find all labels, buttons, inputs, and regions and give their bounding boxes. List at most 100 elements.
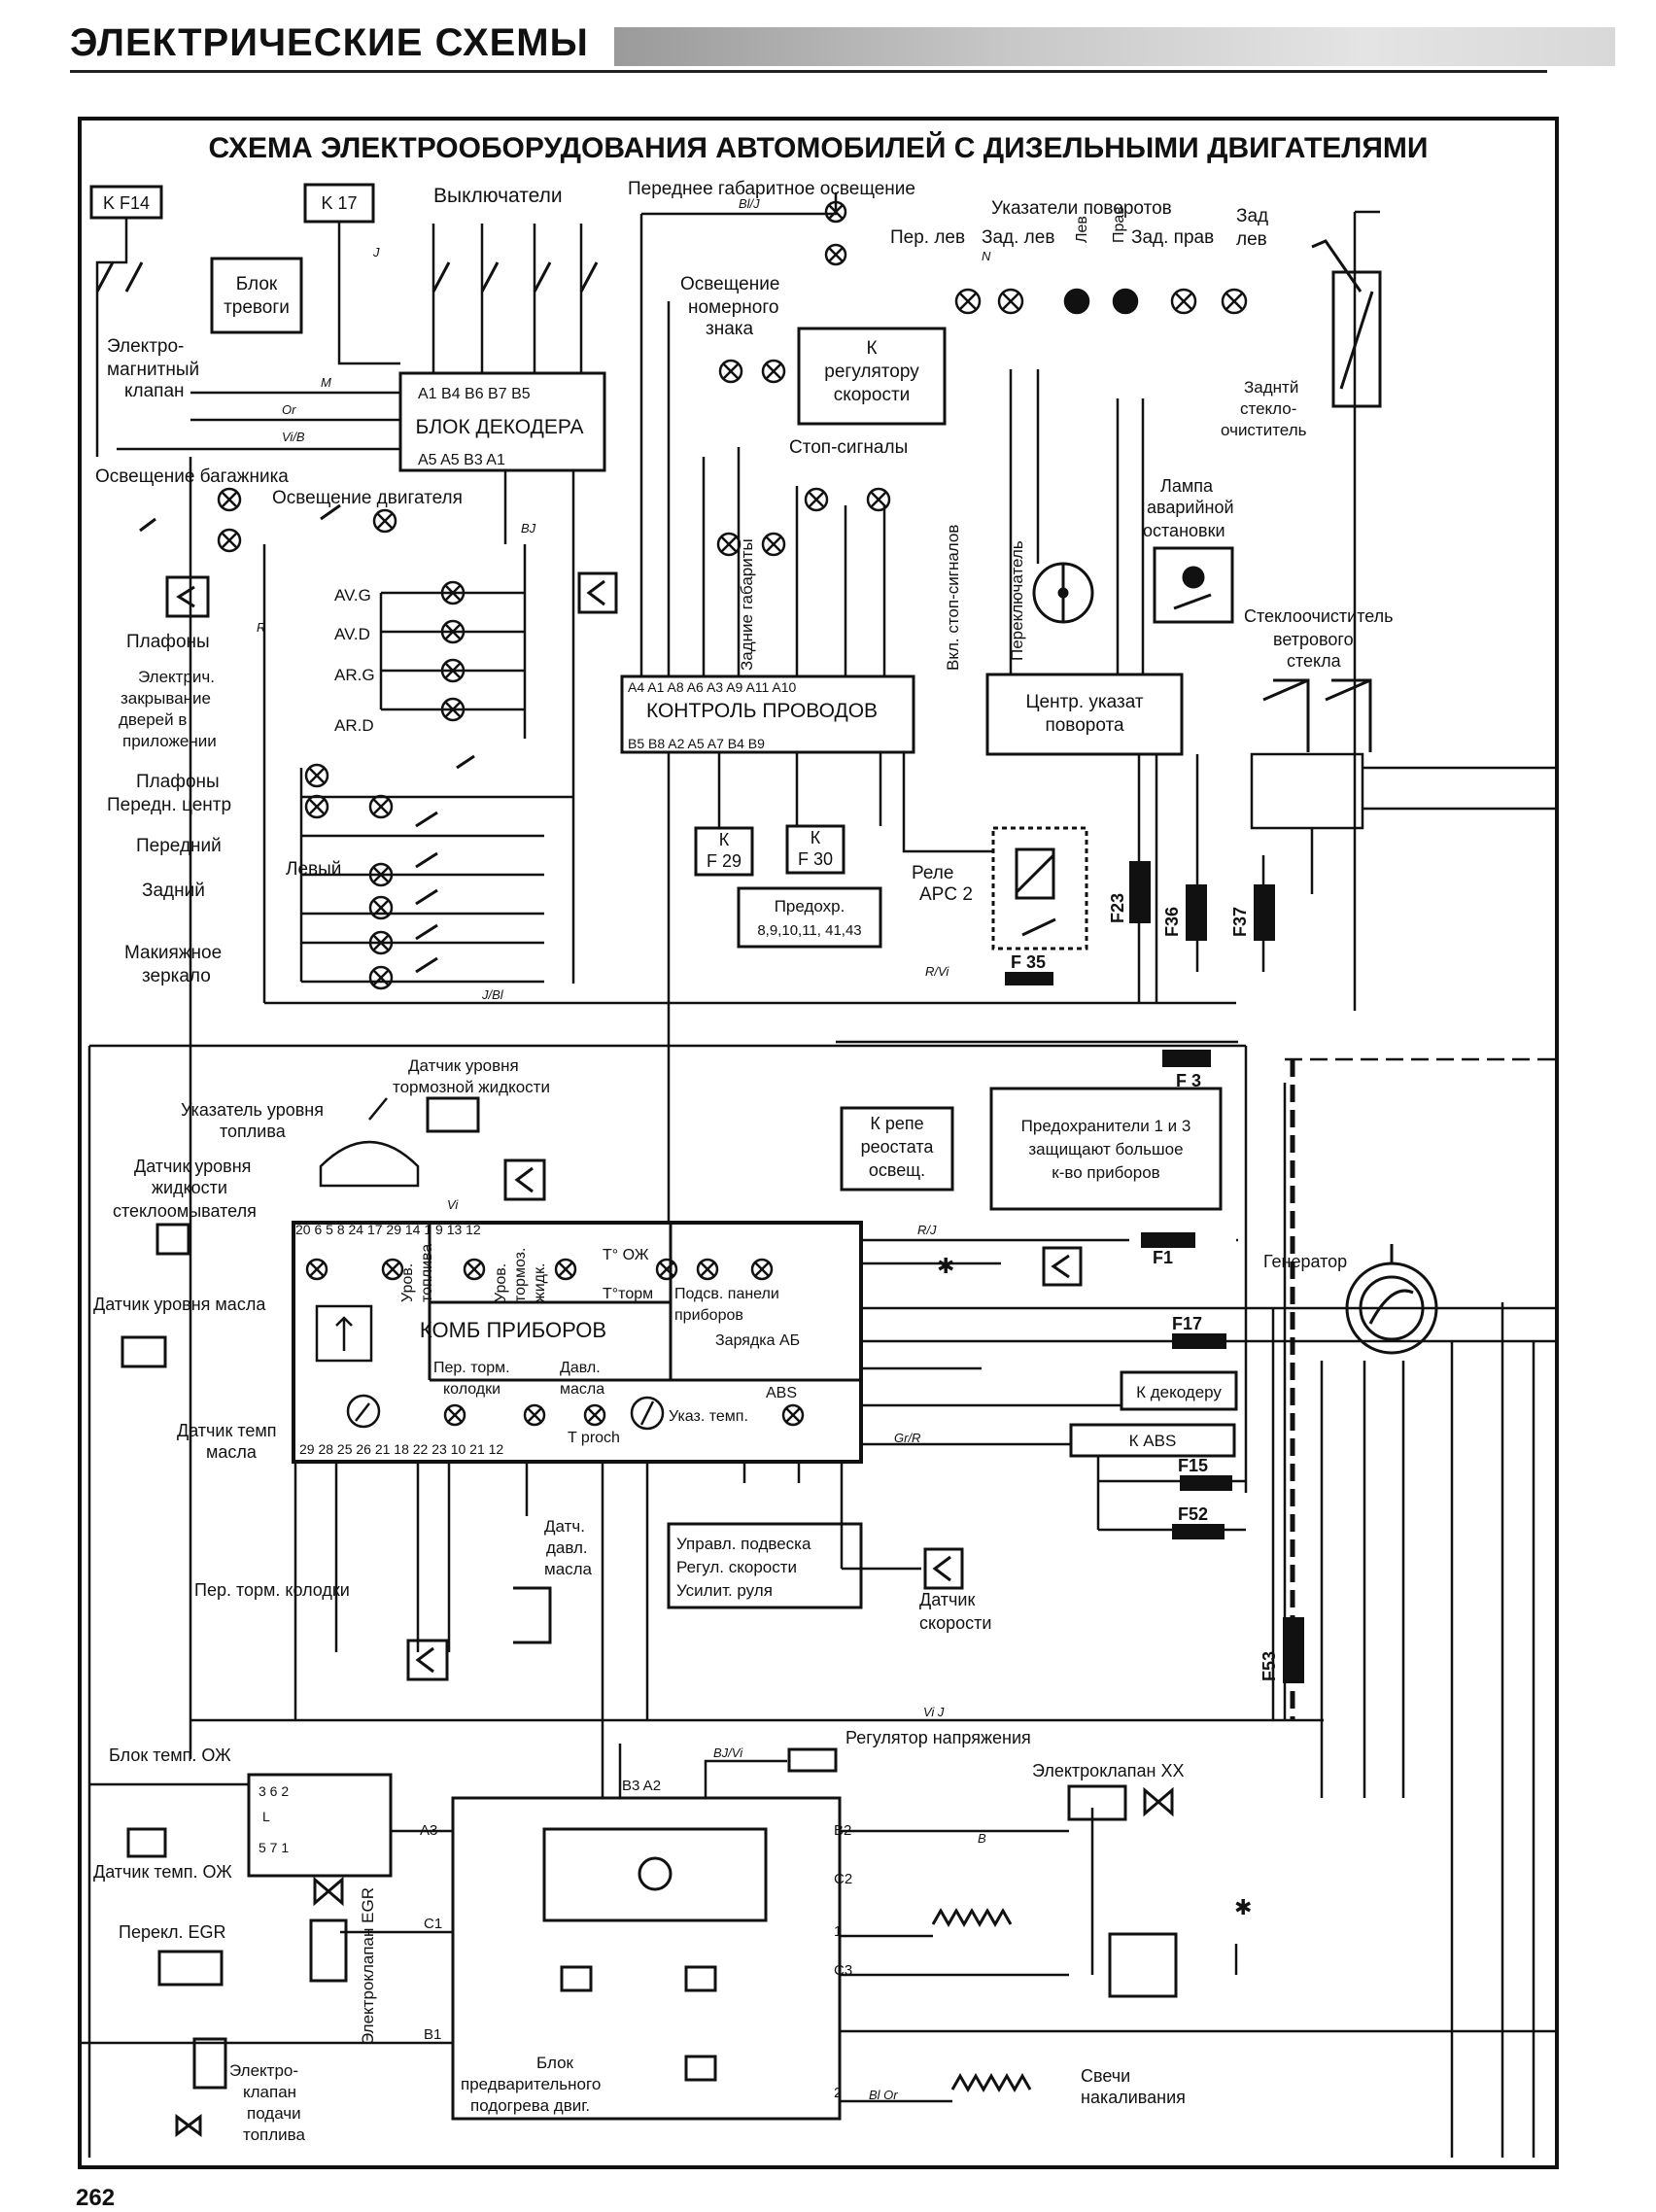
svg-text:Подсв. панели: Подсв. панели <box>674 1286 779 1302</box>
diagram-frame <box>78 117 1559 2169</box>
svg-text:скорости: скорости <box>919 1613 991 1633</box>
k17-box: K 17 <box>303 183 375 224</box>
lamp-icon <box>997 288 1024 315</box>
kf14-box: K F14 <box>89 185 163 220</box>
instrument-indicator-labels: Уров. топлива Уров. тормоз. жидк. T° ОЖ … <box>399 1244 800 1446</box>
svg-text:T°торм: T°торм <box>603 1286 653 1302</box>
page-header: ЭЛЕКТРИЧЕСКИЕ СХЕМЫ <box>70 21 1615 70</box>
lamp-icon <box>761 532 786 557</box>
sensor-icon <box>923 1547 964 1590</box>
svg-text:Указатель уровня: Указатель уровня <box>181 1100 324 1120</box>
svg-text:масла: масла <box>206 1442 258 1462</box>
lamp-icon <box>1221 288 1248 315</box>
svg-text:топлива: топлива <box>419 1244 435 1302</box>
fuse-labels: F 35 F23 F36 F37 F 3 F1 F17 F15 F52 F53 <box>1011 893 1279 1681</box>
lamp-icon <box>368 965 394 990</box>
svg-text:Переднее габаритное освещение: Переднее габаритное освещение <box>628 179 915 199</box>
centr-ukazat-povorota-box: Центр. указат поворота <box>985 673 1184 756</box>
blok-dekodera-box: БЛОК ДЕКОДЕРА A1 B4 B6 B7 B5 A5 A5 B3 A1 <box>398 371 606 472</box>
svg-text:реостата: реостата <box>861 1137 935 1157</box>
svg-text:F52: F52 <box>1178 1504 1208 1524</box>
svg-text:остановки: остановки <box>1143 521 1225 540</box>
svg-text:F37: F37 <box>1230 907 1250 937</box>
k-regulyatoru-box: К регулятору скорости <box>797 327 947 426</box>
lamp-icon <box>523 1403 546 1427</box>
svg-text:C1: C1 <box>424 1916 442 1932</box>
svg-text:Bl/J: Bl/J <box>739 196 760 211</box>
svg-text:AR.D: AR.D <box>334 716 374 735</box>
svg-text:F 35: F 35 <box>1011 952 1046 972</box>
svg-text:стекло-: стекло- <box>1240 399 1296 418</box>
svg-text:магнитный: магнитный <box>107 360 199 380</box>
wire-code-labels: Bl/J J Vi/B Or M BJ R N J/Bl R/Vi B BJ/V… <box>257 196 991 2102</box>
svg-text:Прав: Прав <box>1111 206 1127 243</box>
svg-text:Вкл. стоп-сигналов: Вкл. стоп-сигналов <box>944 525 962 671</box>
fuel-valve-symbol-icon <box>175 2114 202 2137</box>
lamp-icon <box>440 619 466 644</box>
svg-text:B: B <box>978 1831 986 1846</box>
svg-text:ABS: ABS <box>766 1385 797 1401</box>
svg-text:очиститель: очиститель <box>1221 421 1307 439</box>
svg-text:тормоз.: тормоз. <box>512 1248 529 1302</box>
lamp-icon <box>304 763 329 788</box>
diagram-title: СХЕМА ЭЛЕКТРООБОРУДОВАНИЯ АВТОМОБИЛЕЙ С … <box>209 131 1429 164</box>
svg-text:Датч.: Датч. <box>544 1517 585 1536</box>
svg-text:C2: C2 <box>834 1871 852 1887</box>
svg-text:A5 A5 B3 A1: A5 A5 B3 A1 <box>418 452 505 468</box>
valve-icon <box>1143 1786 1174 1817</box>
svg-text:R/J: R/J <box>917 1223 937 1237</box>
svg-text:F15: F15 <box>1178 1456 1208 1475</box>
svg-text:AV.G: AV.G <box>334 586 371 605</box>
svg-text:колодки: колодки <box>443 1381 500 1398</box>
fuel-level-sender-icon <box>319 1140 420 1188</box>
blok-predv-podogreva-box: Блок предварительного подогрева двиг. B3… <box>420 1778 852 2121</box>
sensor-icon <box>1042 1246 1083 1287</box>
svg-text:Блок темп. ОЖ: Блок темп. ОЖ <box>109 1745 231 1765</box>
star-light-icons: ✱ ✱ <box>937 1254 1252 1919</box>
svg-text:B1: B1 <box>424 2026 441 2043</box>
svg-text:Vi J: Vi J <box>923 1705 945 1719</box>
svg-text:F 29: F 29 <box>707 851 742 871</box>
svg-text:Or: Or <box>282 402 296 417</box>
svg-text:F53: F53 <box>1259 1651 1279 1681</box>
svg-text:Выключатели: Выключатели <box>433 185 563 207</box>
sensor-icon <box>406 1639 449 1681</box>
lamp-icon <box>696 1258 719 1281</box>
svg-text:Предохр.: Предохр. <box>775 897 845 916</box>
svg-text:✱: ✱ <box>1234 1895 1252 1919</box>
svg-text:Пер. торм.: Пер. торм. <box>433 1360 510 1376</box>
svg-text:лев: лев <box>1236 229 1267 250</box>
lamp-icon <box>824 243 847 266</box>
lamp-icon <box>217 487 242 512</box>
svg-text:1: 1 <box>834 1923 842 1940</box>
idle-valve-icon <box>1067 1784 1127 1821</box>
svg-text:Указатели поворотов: Указатели поворотов <box>991 198 1172 219</box>
svg-text:Передн. центр: Передн. центр <box>107 795 231 815</box>
svg-text:2: 2 <box>834 2085 842 2101</box>
svg-text:Датчик уровня масла: Датчик уровня масла <box>93 1295 266 1314</box>
svg-text:К декодеру: К декодеру <box>1136 1383 1222 1401</box>
blok-trevogi-box: Блок тревоги <box>210 257 303 334</box>
svg-text:Реле: Реле <box>912 863 953 883</box>
svg-text:M: M <box>321 375 331 390</box>
generator-icon <box>1345 1244 1438 1355</box>
svg-text:J/Bl: J/Bl <box>481 987 504 1002</box>
svg-text:AR.G: AR.G <box>334 666 375 684</box>
glow-plug-coil-icon <box>931 1907 1013 1928</box>
svg-text:освещ.: освещ. <box>869 1160 925 1180</box>
svg-text:F 3: F 3 <box>1176 1071 1201 1090</box>
svg-text:Пер. торм. колодки: Пер. торм. колодки <box>194 1580 350 1600</box>
svg-text:тормозной жидкости: тормозной жидкости <box>393 1078 550 1096</box>
svg-text:Зад: Зад <box>1236 206 1268 226</box>
lamp-set <box>217 200 1248 1427</box>
svg-text:Датчик уровня: Датчик уровня <box>408 1056 519 1075</box>
oil-sensor-icon <box>121 1335 167 1368</box>
oil-temp-gauge <box>346 1394 381 1429</box>
svg-text:Передний: Передний <box>136 836 222 856</box>
svg-text:К: К <box>719 830 730 849</box>
lamp-icon <box>954 288 982 315</box>
svg-text:К: К <box>866 338 877 359</box>
svg-text:L: L <box>262 1809 270 1824</box>
svg-text:КОМБ ПРИБОРОВ: КОМБ ПРИБОРОВ <box>420 1318 606 1342</box>
svg-text:предварительного: предварительного <box>461 2075 601 2093</box>
